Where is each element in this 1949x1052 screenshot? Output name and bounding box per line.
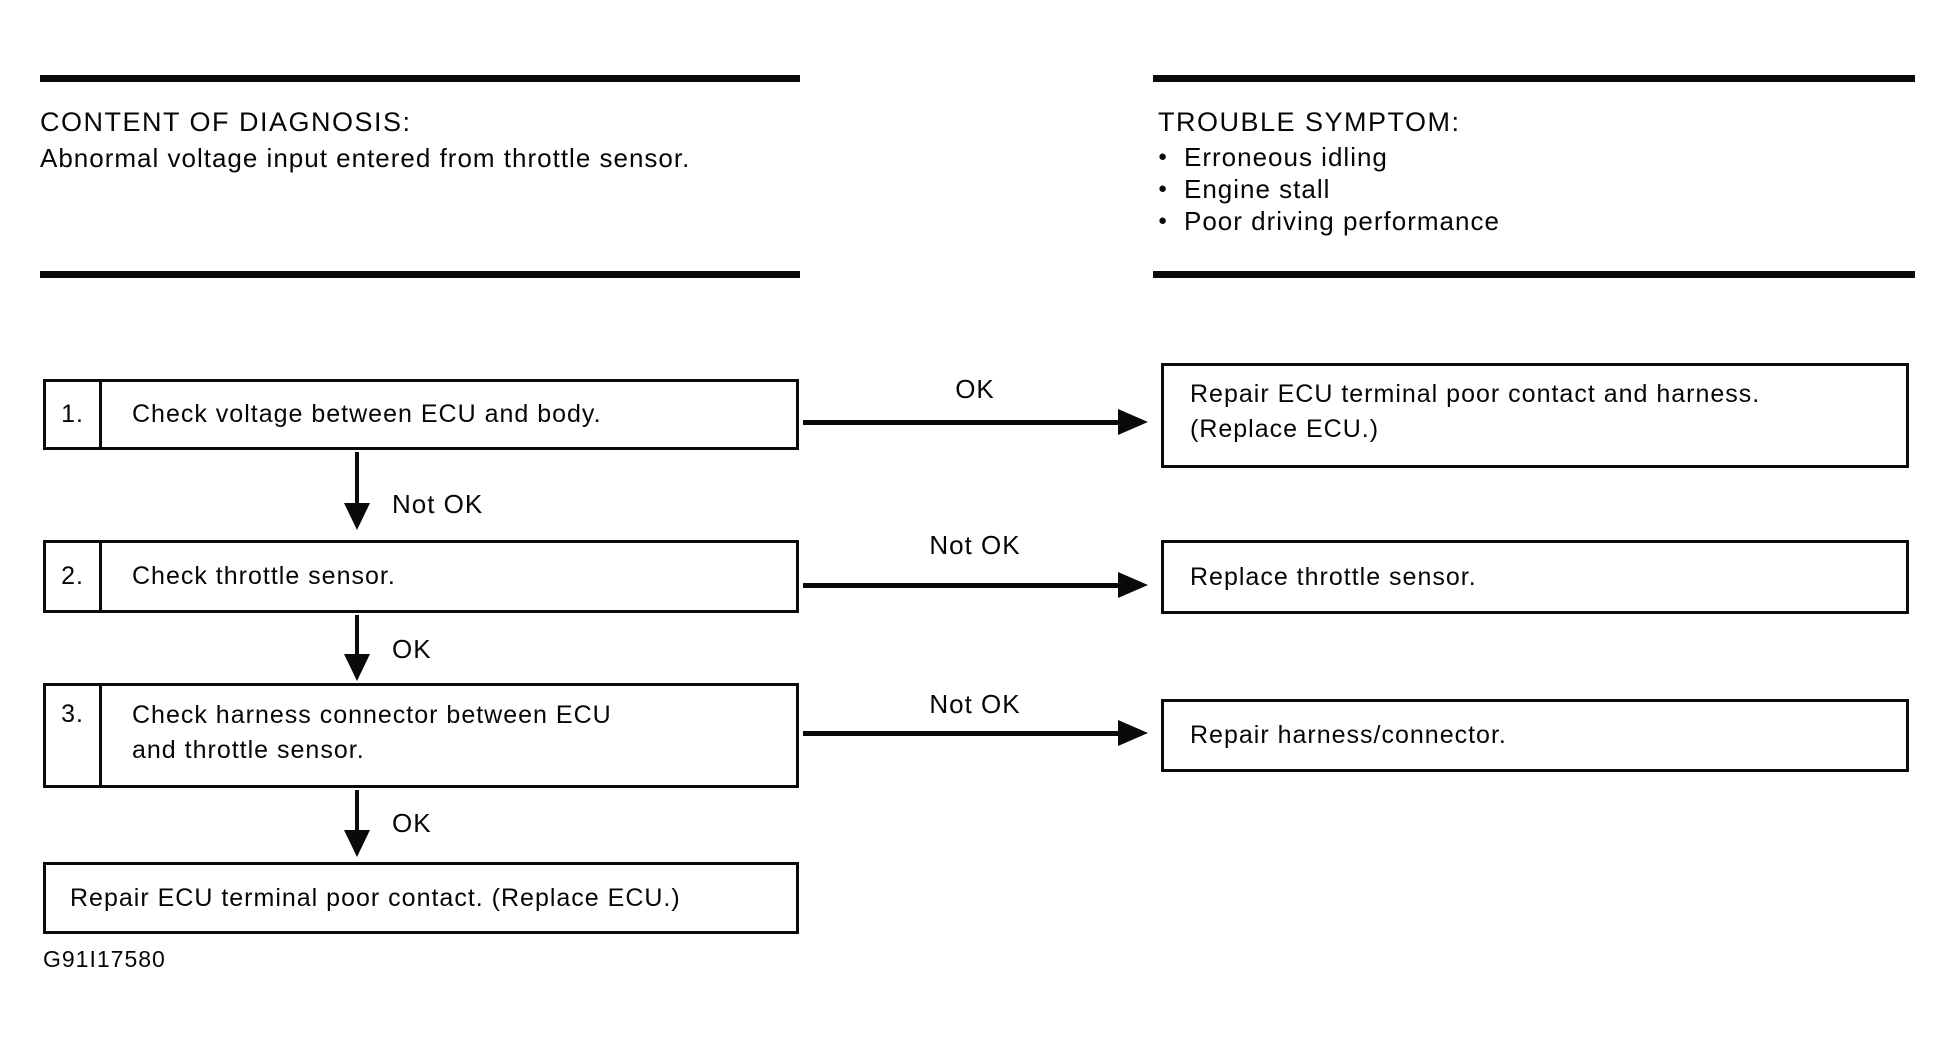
result-box-1: Repair ECU terminal poor contact and har… [1161,363,1909,468]
arrow-head-icon [344,654,370,681]
result-text-line: Repair harness/connector. [1190,721,1507,749]
trouble-symptom-title: TROUBLE SYMPTOM: [1158,107,1461,137]
left-header-top-rule [40,75,800,82]
branch-label: Not OK [929,530,1021,560]
result-box-2: Replace throttle sensor. [1161,540,1909,614]
diagnosis-description: Abnormal voltage input entered from thro… [40,143,691,173]
symptom-label: Engine stall [1184,173,1331,204]
step-label: Check harness connector between ECU and … [102,686,796,785]
bullet-icon: ● [1158,180,1169,197]
down-arrow-1 [355,452,359,504]
down-arrow-label: OK [392,808,432,838]
symptom-item: ● Poor driving performance [1158,205,1500,237]
down-arrow-2 [355,615,359,655]
arrow-head-icon [344,830,370,857]
step-label-line: and throttle sensor. [132,736,365,764]
step-label-line: Check harness connector between ECU [132,701,612,729]
step-number: 3. [46,686,102,785]
right-header-bottom-rule [1153,271,1915,278]
symptom-label: Erroneous idling [1184,141,1388,172]
branch-arrow-1 [803,420,1118,425]
result-text-line: Repair ECU terminal poor contact and har… [1190,380,1761,408]
result-text-line: Replace throttle sensor. [1190,562,1477,591]
down-arrow-label: Not OK [392,489,484,519]
arrow-head-icon [1118,572,1148,598]
step-box-1: 1. Check voltage between ECU and body. [43,379,799,450]
result-text-line: (Replace ECU.) [1190,415,1380,443]
final-action-box: Repair ECU terminal poor contact. (Repla… [43,862,799,934]
step-label: Check throttle sensor. [132,562,396,590]
bullet-icon: ● [1158,148,1169,165]
branch-label: OK [955,374,995,404]
bullet-icon: ● [1158,212,1169,229]
symptom-label: Poor driving performance [1184,205,1500,236]
branch-arrow-2 [803,583,1118,588]
down-arrow-label: OK [392,634,432,664]
step-box-2: 2. Check throttle sensor. [43,540,799,613]
content-of-diagnosis-title: CONTENT OF DIAGNOSIS: [40,107,412,137]
branch-label: Not OK [929,689,1021,719]
symptom-item: ● Engine stall [1158,173,1500,205]
step-label: Check voltage between ECU and body. [132,400,602,428]
left-header-bottom-rule [40,271,800,278]
right-header-top-rule [1153,75,1915,82]
arrow-head-icon [1118,720,1148,746]
step-box-3: 3. Check harness connector between ECU a… [43,683,799,788]
arrow-head-icon [344,503,370,530]
final-action-text: Repair ECU terminal poor contact. (Repla… [70,883,681,912]
result-box-3: Repair harness/connector. [1161,699,1909,772]
figure-code: G91I17580 [43,946,166,972]
symptom-item: ● Erroneous idling [1158,141,1500,173]
symptom-list: ● Erroneous idling ● Engine stall ● Poor… [1158,141,1500,237]
arrow-head-icon [1118,409,1148,435]
step-number: 2. [46,543,102,610]
step-number: 1. [46,382,102,447]
branch-arrow-3 [803,731,1118,736]
down-arrow-3 [355,790,359,831]
